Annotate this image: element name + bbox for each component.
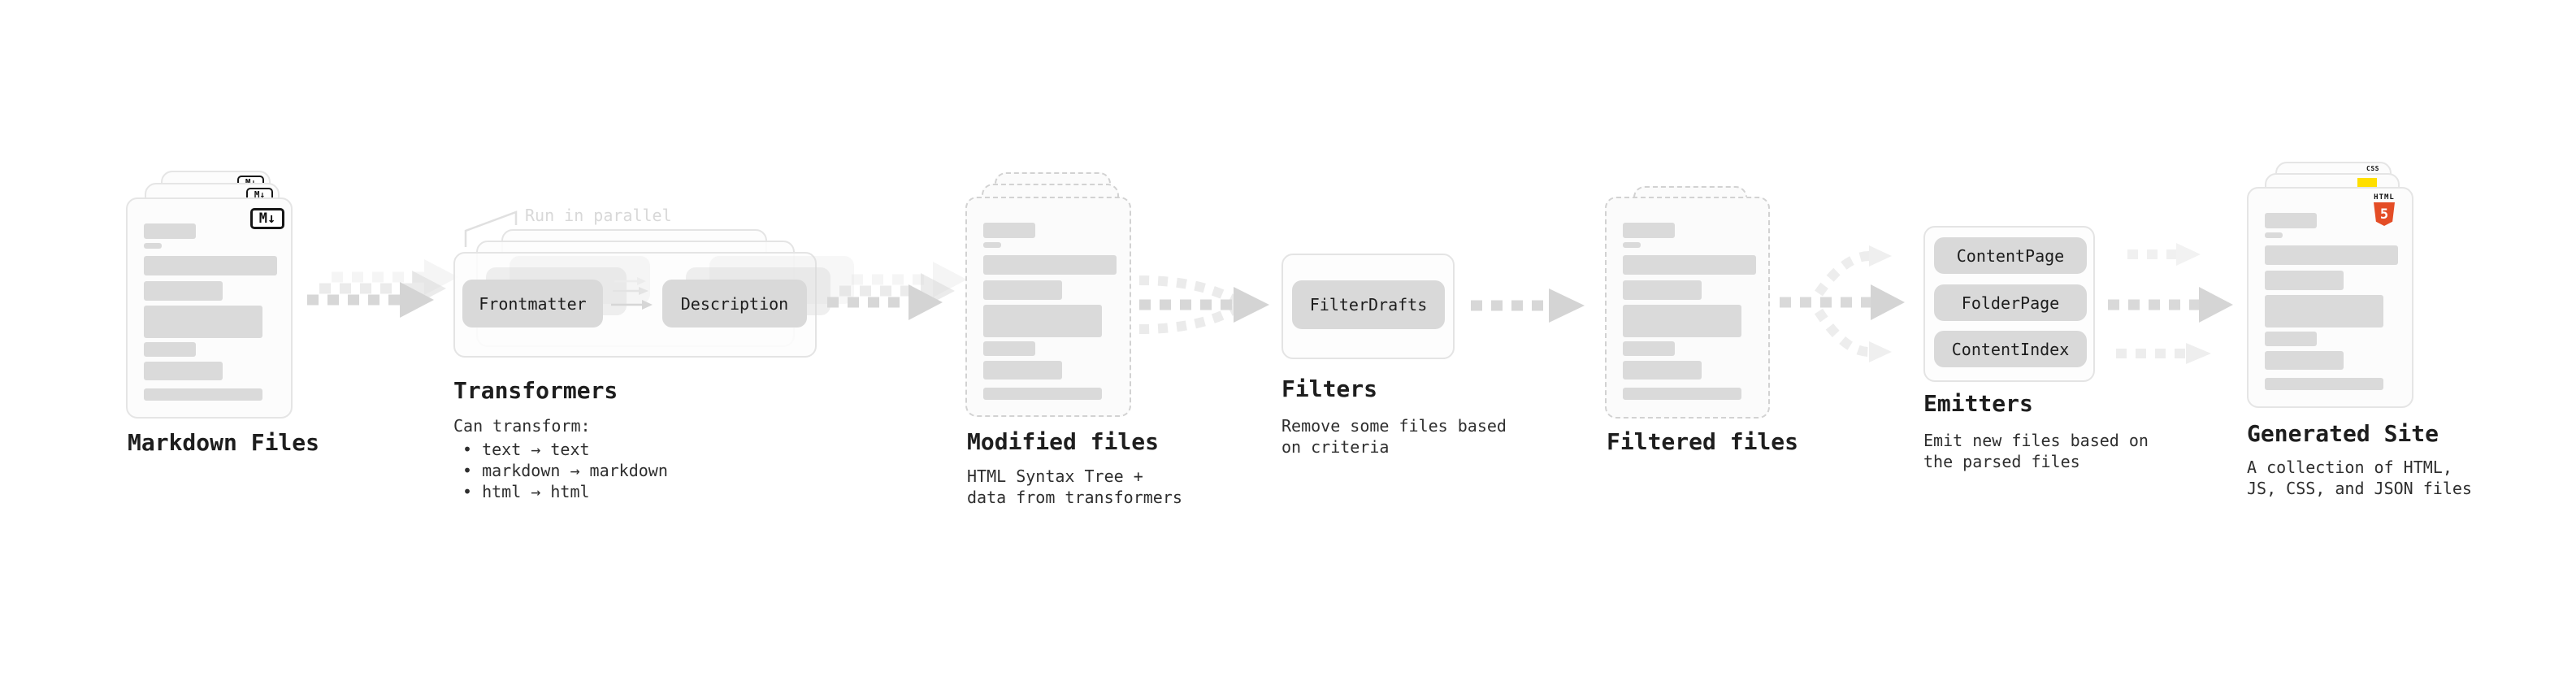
- text-line-placeholder: [1623, 341, 1675, 356]
- contentpage-pill: ContentPage: [1934, 237, 2087, 274]
- desc-line: Emit new files based on: [1923, 431, 2149, 450]
- text-line-placeholder: [2265, 271, 2344, 290]
- arrows-emitters-to-generated: [2108, 243, 2233, 364]
- emitters-description: Emit new files based on the parsed files: [1923, 430, 2149, 472]
- desc-line: JS, CSS, and JSON files: [2247, 479, 2472, 498]
- text-line-placeholder: [1623, 255, 1756, 275]
- markdown-file-card-front: M↓: [126, 197, 293, 419]
- text-line-placeholder: [2265, 351, 2344, 370]
- frontmatter-pill: Frontmatter: [462, 280, 603, 327]
- folderpage-pill: FolderPage: [1934, 284, 2087, 321]
- desc-line: Remove some files based: [1281, 416, 1507, 436]
- transformers-description: Can transform:: [453, 415, 591, 436]
- stage-title-markdown-files: Markdown Files: [128, 429, 320, 456]
- stage-title-generated-site: Generated Site: [2247, 420, 2439, 447]
- text-line-placeholder: [144, 223, 196, 239]
- text-line-placeholder: [983, 242, 1001, 248]
- document-text-placeholder: [2249, 189, 2412, 406]
- stage-title-filtered-files: Filtered files: [1607, 428, 1799, 455]
- filters-description: Remove some files based on criteria: [1281, 415, 1507, 458]
- description-pill: Description: [662, 280, 807, 327]
- stage-title-modified-files: Modified files: [967, 428, 1160, 455]
- generated-file-card-html: HTML 5: [2247, 187, 2413, 408]
- document-text-placeholder: [967, 198, 1130, 415]
- text-line-placeholder: [983, 255, 1117, 275]
- contentindex-pill: ContentIndex: [1934, 331, 2087, 367]
- text-line-placeholder: [144, 281, 223, 301]
- stage-title-transformers: Transformers: [453, 377, 618, 404]
- desc-line: the parsed files: [1923, 452, 2080, 471]
- filterdrafts-pill: FilterDrafts: [1292, 280, 1445, 329]
- text-line-placeholder: [2265, 213, 2317, 228]
- arrow-modified-to-filters-merge: [1138, 275, 1269, 334]
- js-icon: [2357, 178, 2377, 189]
- html5-icon: HTML 5: [2366, 193, 2402, 226]
- text-line-placeholder: [1623, 388, 1741, 400]
- bullet-item: • text → text: [462, 440, 590, 459]
- desc-line: HTML Syntax Tree +: [967, 466, 1143, 486]
- text-line-placeholder: [144, 342, 196, 357]
- text-line-placeholder: [144, 388, 262, 401]
- arrow-filtered-to-emitters-split: [1780, 245, 1905, 362]
- text-line-placeholder: [983, 361, 1062, 380]
- bullet-item: • html → html: [462, 482, 590, 501]
- text-line-placeholder: [983, 388, 1102, 400]
- text-line-placeholder: [144, 243, 162, 249]
- text-line-placeholder: [144, 362, 223, 380]
- bullet-item: • markdown → markdown: [462, 461, 668, 480]
- text-line-placeholder: [1623, 280, 1702, 300]
- stage-title-emitters: Emitters: [1923, 390, 2033, 417]
- text-line-placeholder: [2265, 332, 2317, 346]
- markdown-icon: M↓: [250, 208, 284, 229]
- text-line-placeholder: [983, 223, 1035, 238]
- text-line-placeholder: [1623, 361, 1702, 380]
- text-line-placeholder: [2265, 245, 2398, 265]
- text-line-placeholder: [2265, 295, 2383, 327]
- text-line-placeholder: [983, 341, 1035, 356]
- desc-heading: Can transform:: [453, 416, 591, 436]
- text-line-placeholder: [1623, 223, 1675, 238]
- modified-file-card-front: [965, 197, 1131, 417]
- text-line-placeholder: [983, 305, 1102, 337]
- desc-line: A collection of HTML,: [2247, 458, 2452, 477]
- transformers-bullet-list: • text → text • markdown → markdown • ht…: [462, 439, 668, 502]
- modified-files-description: HTML Syntax Tree + data from transformer…: [967, 466, 1182, 508]
- text-line-placeholder: [983, 280, 1062, 300]
- generated-site-description: A collection of HTML, JS, CSS, and JSON …: [2247, 457, 2472, 499]
- desc-line: data from transformers: [967, 488, 1182, 507]
- text-line-placeholder: [2265, 232, 2283, 238]
- text-line-placeholder: [1623, 242, 1641, 248]
- document-text-placeholder: [1607, 198, 1768, 417]
- arrow-filters-to-filtered: [1471, 288, 1585, 323]
- arrow-transformers-to-modified: [827, 262, 967, 320]
- transform-flow-arrows: [611, 277, 653, 310]
- parallel-note: Run in parallel: [525, 206, 672, 225]
- stage-title-filters: Filters: [1281, 375, 1378, 402]
- document-text-placeholder: [128, 199, 291, 417]
- text-line-placeholder: [1623, 305, 1741, 337]
- text-line-placeholder: [144, 306, 262, 338]
- note-connector-line: [464, 210, 518, 247]
- desc-line: on criteria: [1281, 437, 1390, 457]
- arrow-markdown-to-transformers: [307, 259, 458, 318]
- text-line-placeholder: [144, 256, 277, 275]
- text-line-placeholder: [2265, 378, 2383, 390]
- filtered-file-card-front: [1605, 197, 1770, 419]
